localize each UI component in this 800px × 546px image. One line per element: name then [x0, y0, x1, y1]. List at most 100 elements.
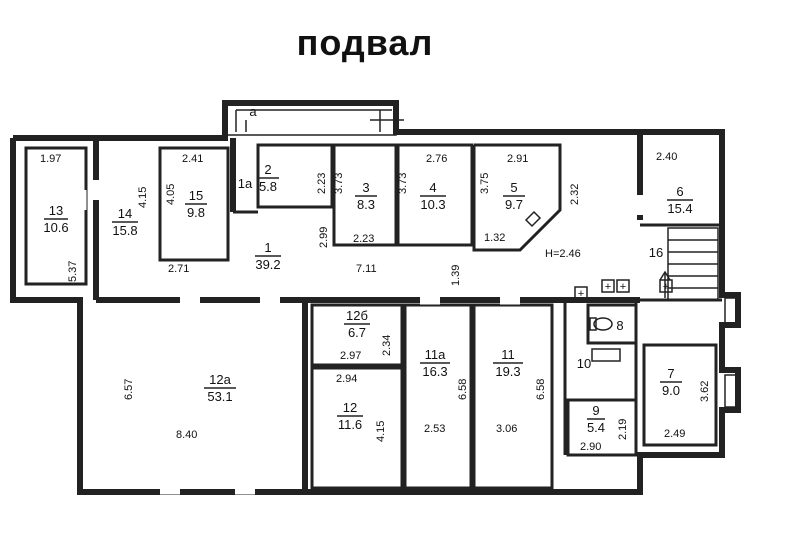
plus-box: [659, 279, 673, 293]
dimension-label: 1.97: [40, 153, 61, 165]
dimension-label: 2.19: [617, 419, 629, 440]
room-number: 16: [649, 245, 663, 260]
dimension-label: 7.11: [356, 263, 377, 275]
dimension-label: 3.75: [479, 173, 491, 194]
room-number: 6: [676, 184, 683, 199]
room-5-outline: [472, 143, 562, 252]
dimension-label: 2.76: [426, 153, 447, 165]
room-area: 9.0: [662, 383, 680, 398]
dimension-label: 4.15: [137, 187, 149, 208]
room-area: 10.6: [43, 220, 68, 235]
height-note: H=2.46: [545, 248, 581, 260]
room-12b-outline: [310, 303, 404, 367]
room-area: 9.7: [505, 197, 523, 212]
room-number: 12а: [209, 372, 231, 387]
room-12-outline: [310, 366, 404, 490]
dimension-label: 6.58: [535, 379, 547, 400]
room-11a-outline: [403, 303, 473, 490]
dimension-label: 3.06: [496, 423, 517, 435]
dimension-label: 5.37: [67, 261, 79, 282]
dimension-label: 4.15: [375, 421, 387, 442]
plus-box: [616, 279, 630, 293]
plus-symbol: +: [663, 281, 669, 293]
room-3-outline: [332, 143, 398, 247]
room-number: 15: [189, 188, 203, 203]
dimension-label: 2.32: [569, 184, 581, 205]
dimension-label: 6.58: [457, 379, 469, 400]
room-number: 11: [501, 347, 515, 362]
room-7-outline: [642, 343, 718, 447]
plus-symbol: +: [620, 281, 626, 293]
room-4-outline: [396, 143, 474, 247]
room-number: 10: [577, 356, 591, 371]
room-area: 8.3: [357, 197, 375, 212]
room-13-outline: [24, 146, 88, 286]
room-area: 10.3: [420, 197, 445, 212]
dimension-label: 2.97: [340, 350, 361, 362]
room-area: 15.8: [112, 223, 137, 238]
dimension-label: 2.53: [424, 423, 445, 435]
dimension-labels: 1.97 5.37 4.15 2.71 4.05 2.41 2.23 3.73 …: [40, 151, 711, 453]
room-number: 11а: [425, 347, 446, 362]
room-8-outline: [586, 303, 638, 345]
dimension-label: 1.39: [450, 265, 462, 286]
dimension-label: 2.23: [316, 173, 328, 194]
dimension-label: 2.49: [664, 428, 685, 440]
dimension-label: 2.34: [381, 335, 393, 356]
room-area: 39.2: [255, 257, 280, 272]
floor-title: подвал: [296, 22, 434, 63]
room-number: 5: [510, 180, 517, 195]
room-number: 2: [264, 162, 271, 177]
room-2-outline: [256, 143, 334, 209]
room-number: 3: [362, 180, 369, 195]
room-area: 9.8: [187, 205, 205, 220]
room-15-outline: [158, 146, 230, 262]
room-number: 13: [49, 203, 63, 218]
outer-walls: [10, 100, 741, 495]
plus-box: [574, 286, 588, 300]
dimension-label: 2.90: [580, 441, 601, 453]
room-area: 53.1: [207, 389, 232, 404]
dimension-label: 3.73: [397, 173, 409, 194]
room-number: 1: [264, 240, 271, 255]
doors: [77, 180, 645, 495]
toilet-tank-icon: [589, 317, 597, 331]
dimension-label: 3.73: [333, 173, 345, 194]
room-number: 12: [343, 400, 357, 415]
entrance-stair: [224, 102, 397, 136]
room-area: 5.4: [587, 420, 605, 435]
window-icon: [724, 374, 740, 408]
dimension-label: 2.94: [336, 373, 357, 385]
dimension-label: 2.71: [168, 263, 189, 275]
toilet-icon: [593, 317, 613, 331]
room-number: 9: [592, 403, 599, 418]
room-labels: 13 10.6 14 15.8 15 9.8 1а 2 5.8 3 8.3 4 …: [43, 104, 693, 435]
room-number: 12б: [346, 308, 368, 323]
dimension-label: 1.32: [484, 232, 505, 244]
dimension-label: 8.40: [176, 429, 197, 441]
dimension-label: 4.05: [165, 184, 177, 205]
room-number: 8: [616, 318, 623, 333]
room-number: 1а: [238, 176, 253, 191]
dimension-label: 2.41: [182, 153, 203, 165]
dimension-label: 2.91: [507, 153, 528, 165]
room-area: 15.4: [667, 201, 692, 216]
room-area: 5.8: [259, 179, 277, 194]
room-number: 7: [667, 366, 674, 381]
dimension-label: 3.62: [699, 381, 711, 402]
room-area: 16.3: [422, 364, 447, 379]
dimension-label: 2.23: [353, 233, 374, 245]
plus-box: [601, 279, 615, 293]
room-number: а: [249, 104, 257, 119]
window-icon: [724, 297, 740, 325]
plus-symbol: +: [578, 288, 584, 300]
room-area: 11.6: [338, 417, 362, 432]
room-number: 4: [429, 180, 436, 195]
room-number: 14: [118, 206, 132, 221]
dimension-label: 2.40: [656, 151, 677, 163]
fixtures: + + + +: [524, 210, 740, 408]
stair-arrow-icon: [659, 270, 671, 281]
room-11-outline: [472, 303, 554, 490]
plus-symbol: +: [605, 281, 611, 293]
